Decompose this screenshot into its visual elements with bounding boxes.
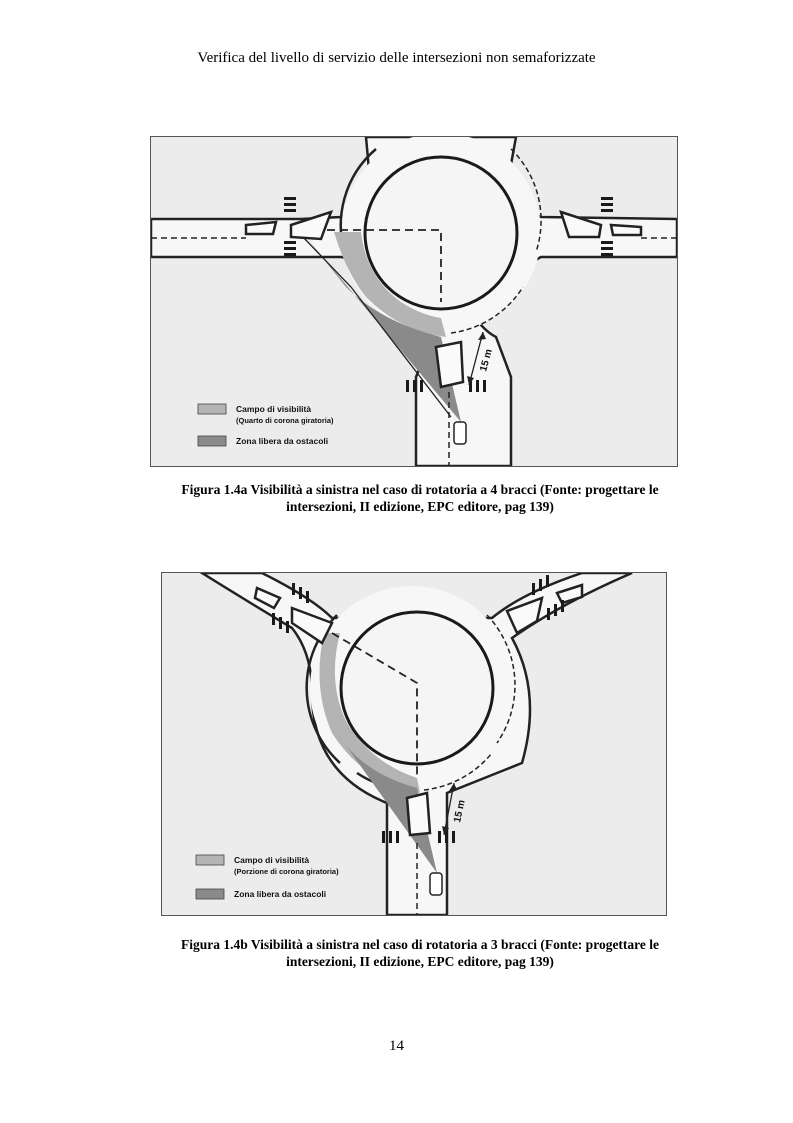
caption-a-line1: Figura 1.4a Visibilità a sinistra nel ca… [181,482,659,497]
roundabout-3-arm-diagram: 15 m Campo di visibilità (Porzione di co… [162,573,666,915]
caption-a-line2: intersezioni, II edizione, EPC editore, … [286,499,554,514]
roundabout-4-arm-diagram: 15 m Campo di visibilità (Quarto di coro… [151,137,677,466]
legend-obstacle-label: Zona libera da ostacoli [234,889,326,899]
legend-visibility-swatch [197,403,227,415]
legend-visibility-label: Campo di visibilità [234,855,309,865]
legend-obstacle-swatch [197,435,227,447]
distance-label: 15 m [452,799,468,824]
obstacle-free-zone [337,733,437,873]
caption-b-line2: intersezioni, II edizione, EPC editore, … [286,954,554,969]
legend-obstacle-label: Zona libera da ostacoli [236,436,328,446]
page-number: 14 [389,1038,404,1054]
car-icon [429,872,443,896]
running-header: Verifica del livello di servizio delle i… [197,50,596,66]
figure-4-arm-roundabout: 15 m Campo di visibilità (Quarto di coro… [150,136,678,467]
legend-visibility-note: (Porzione di corona giratoria) [234,867,339,876]
figure-3-arm-roundabout: 15 m Campo di visibilità (Porzione di co… [161,572,667,916]
figure-caption-b: Figura 1.4b Visibilità a sinistra nel ca… [140,936,700,970]
car-icon [453,421,467,445]
legend-visibility-note: (Quarto di corona giratoria) [236,416,334,425]
legend-obstacle-swatch [195,888,225,900]
legend-visibility-swatch [195,854,225,866]
caption-b-line1: Figura 1.4b Visibilità a sinistra nel ca… [180,937,660,952]
figure-caption-a: Figura 1.4a Visibilità a sinistra nel ca… [140,481,700,515]
central-island [339,610,495,766]
visibility-field [334,232,446,337]
legend-visibility-label: Campo di visibilità [236,404,311,414]
visibility-field [319,633,420,793]
